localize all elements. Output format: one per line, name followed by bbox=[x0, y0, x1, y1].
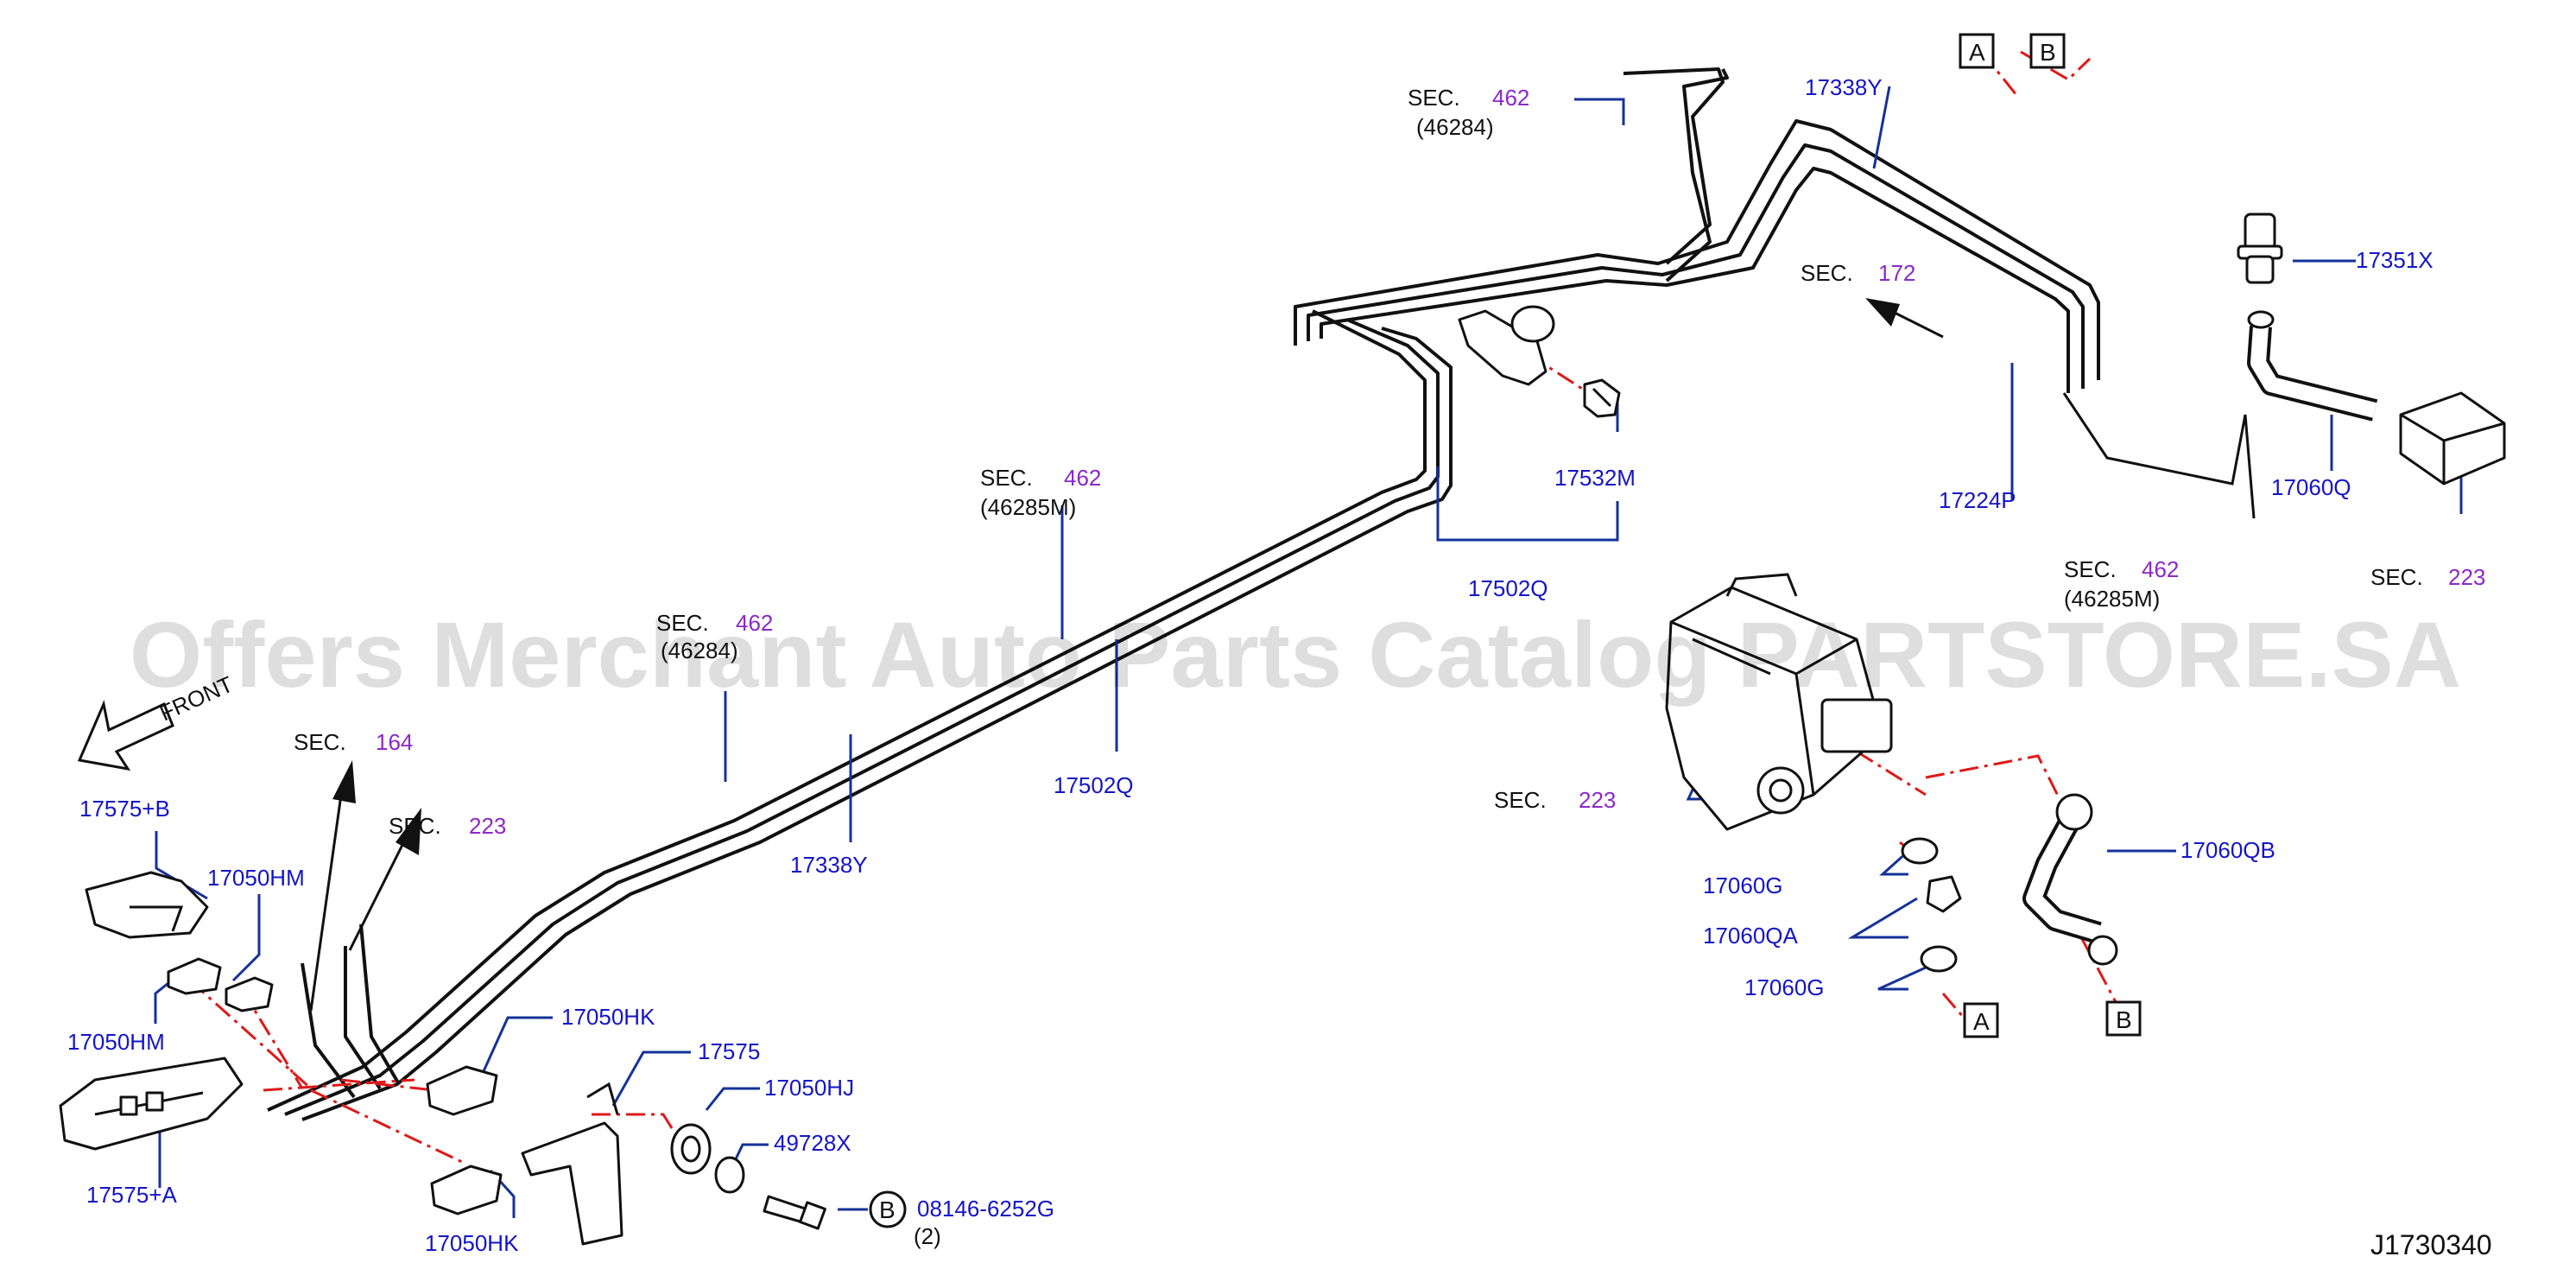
clamp-17060G-upper bbox=[1901, 837, 1939, 865]
clip-17050HK-lower bbox=[430, 1165, 503, 1215]
watermark: Offers Merchant Auto Parts Catalog PARTS… bbox=[130, 602, 2461, 707]
svg-text:SEC.: SEC. bbox=[2064, 556, 2117, 582]
connector-marker-A-top: A bbox=[1959, 33, 1995, 69]
clip-17050HM-right bbox=[225, 976, 274, 1012]
svg-text:SEC.: SEC. bbox=[1494, 787, 1547, 813]
svg-text:(46285M): (46285M) bbox=[980, 494, 1076, 520]
svg-text:462: 462 bbox=[736, 610, 773, 636]
svg-text:164: 164 bbox=[376, 729, 413, 755]
part-label: 17050HM bbox=[207, 865, 305, 891]
section-ref-462-46284-top: SEC. 462 (46284) bbox=[1408, 85, 1529, 140]
figure-id: J1730340 bbox=[2370, 1229, 2492, 1260]
filter-box bbox=[2399, 391, 2506, 486]
quick-connector bbox=[1458, 305, 1555, 386]
cover-17575B bbox=[85, 871, 209, 939]
svg-text:A: A bbox=[1969, 39, 1985, 66]
section-ref-164: SEC. 164 bbox=[294, 729, 413, 755]
part-label: 17060G bbox=[1703, 873, 1783, 898]
svg-text:(46285M): (46285M) bbox=[2064, 586, 2160, 612]
clip-17050HM-left bbox=[167, 957, 222, 995]
section-ref-462-46285M-right: SEC. 462 (46285M) bbox=[2064, 556, 2179, 612]
part-label: 17060QB bbox=[2180, 837, 2275, 863]
fitting-17351X bbox=[2237, 213, 2283, 284]
svg-text:223: 223 bbox=[2448, 564, 2485, 590]
part-label: 08146-6252G bbox=[917, 1196, 1054, 1222]
bracket-17575 bbox=[521, 1082, 623, 1246]
svg-text:SEC.: SEC. bbox=[2370, 564, 2423, 590]
section-ref-462-46285M-mid: SEC. 462 (46285M) bbox=[980, 465, 1101, 520]
part-label: 17532M bbox=[1554, 465, 1636, 491]
part-label: 17338Y bbox=[1805, 74, 1883, 100]
fitting-17060QA bbox=[1926, 875, 1962, 913]
connector-marker-B-top: B bbox=[2029, 33, 2066, 69]
section-ref-172: SEC. 172 bbox=[1801, 260, 1915, 286]
hose-17060QB bbox=[2022, 793, 2118, 966]
svg-text:223: 223 bbox=[469, 813, 506, 839]
svg-text:462: 462 bbox=[1492, 85, 1529, 111]
part-label: 17224P bbox=[1939, 487, 2016, 513]
section-ref-223-right: SEC. 223 bbox=[2370, 564, 2485, 590]
evap-canister bbox=[1665, 573, 1893, 831]
svg-text:462: 462 bbox=[2142, 556, 2179, 582]
part-label: 17502Q bbox=[1468, 575, 1548, 601]
connector-marker-B-bottom: B bbox=[2105, 1000, 2142, 1037]
part-label: 17575+B bbox=[79, 796, 170, 822]
section-ref-223-left: SEC. 223 bbox=[389, 813, 506, 839]
part-label: 17050HK bbox=[561, 1004, 655, 1030]
clamp-17060G-lower bbox=[1920, 945, 1958, 973]
part-label: 17575 bbox=[698, 1038, 760, 1064]
part-label: 17502Q bbox=[1054, 772, 1134, 798]
part-label: 17050HM bbox=[67, 1029, 165, 1055]
svg-text:(46284): (46284) bbox=[661, 638, 738, 663]
part-label: 17060G bbox=[1744, 974, 1825, 1000]
part-label: 17060QA bbox=[1703, 923, 1799, 949]
direction-arrows bbox=[309, 298, 1944, 1012]
svg-text:SEC.: SEC. bbox=[1801, 260, 1853, 286]
section-ref-462-46284-left: SEC. 462 (46284) bbox=[656, 610, 773, 663]
svg-text:(46284): (46284) bbox=[1416, 114, 1494, 140]
bolt-08146-6252G bbox=[763, 1195, 826, 1230]
bracket-17575A bbox=[59, 1057, 244, 1151]
part-labels: 17338Y 17351X 17224P 17060Q 17532M 17502… bbox=[67, 74, 2434, 1256]
hose-17060Q bbox=[2247, 310, 2378, 422]
washer-49728X bbox=[714, 1156, 745, 1194]
svg-text:B: B bbox=[2116, 1006, 2132, 1033]
bolt-reference-circle: B (2) bbox=[869, 1190, 941, 1249]
svg-text:SEC.: SEC. bbox=[980, 465, 1033, 491]
svg-text:SEC.: SEC. bbox=[1408, 85, 1460, 111]
svg-text:B: B bbox=[2040, 39, 2056, 66]
fuel-line-bundle bbox=[267, 67, 2100, 1121]
leader-lines bbox=[154, 86, 2463, 1218]
part-label: 17338Y bbox=[790, 852, 868, 878]
svg-text:SEC.: SEC. bbox=[294, 729, 346, 755]
part-label: 17050HJ bbox=[764, 1075, 854, 1101]
svg-text:A: A bbox=[1973, 1008, 1990, 1035]
connector-marker-A-bottom: A bbox=[1963, 1002, 1999, 1038]
part-label: 17575+A bbox=[86, 1182, 177, 1208]
part-label: 17060Q bbox=[2271, 474, 2351, 500]
line-tail-right bbox=[2062, 392, 2256, 519]
section-ref-223-canister: SEC. 223 bbox=[1494, 787, 1616, 813]
bolt-quantity: (2) bbox=[914, 1223, 941, 1249]
svg-text:462: 462 bbox=[1064, 465, 1101, 491]
part-label: 17351X bbox=[2356, 247, 2434, 273]
grommet-17050HJ bbox=[670, 1123, 712, 1175]
part-label: 49728X bbox=[774, 1130, 851, 1156]
clip-17532M bbox=[1583, 378, 1621, 418]
svg-text:172: 172 bbox=[1878, 260, 1915, 286]
svg-text:223: 223 bbox=[1579, 787, 1616, 813]
part-label: 17050HK bbox=[425, 1230, 519, 1256]
svg-text:SEC.: SEC. bbox=[389, 813, 441, 839]
svg-text:SEC.: SEC. bbox=[656, 610, 709, 636]
clip-17050HK-upper bbox=[426, 1065, 498, 1116]
svg-text:B: B bbox=[879, 1196, 896, 1223]
